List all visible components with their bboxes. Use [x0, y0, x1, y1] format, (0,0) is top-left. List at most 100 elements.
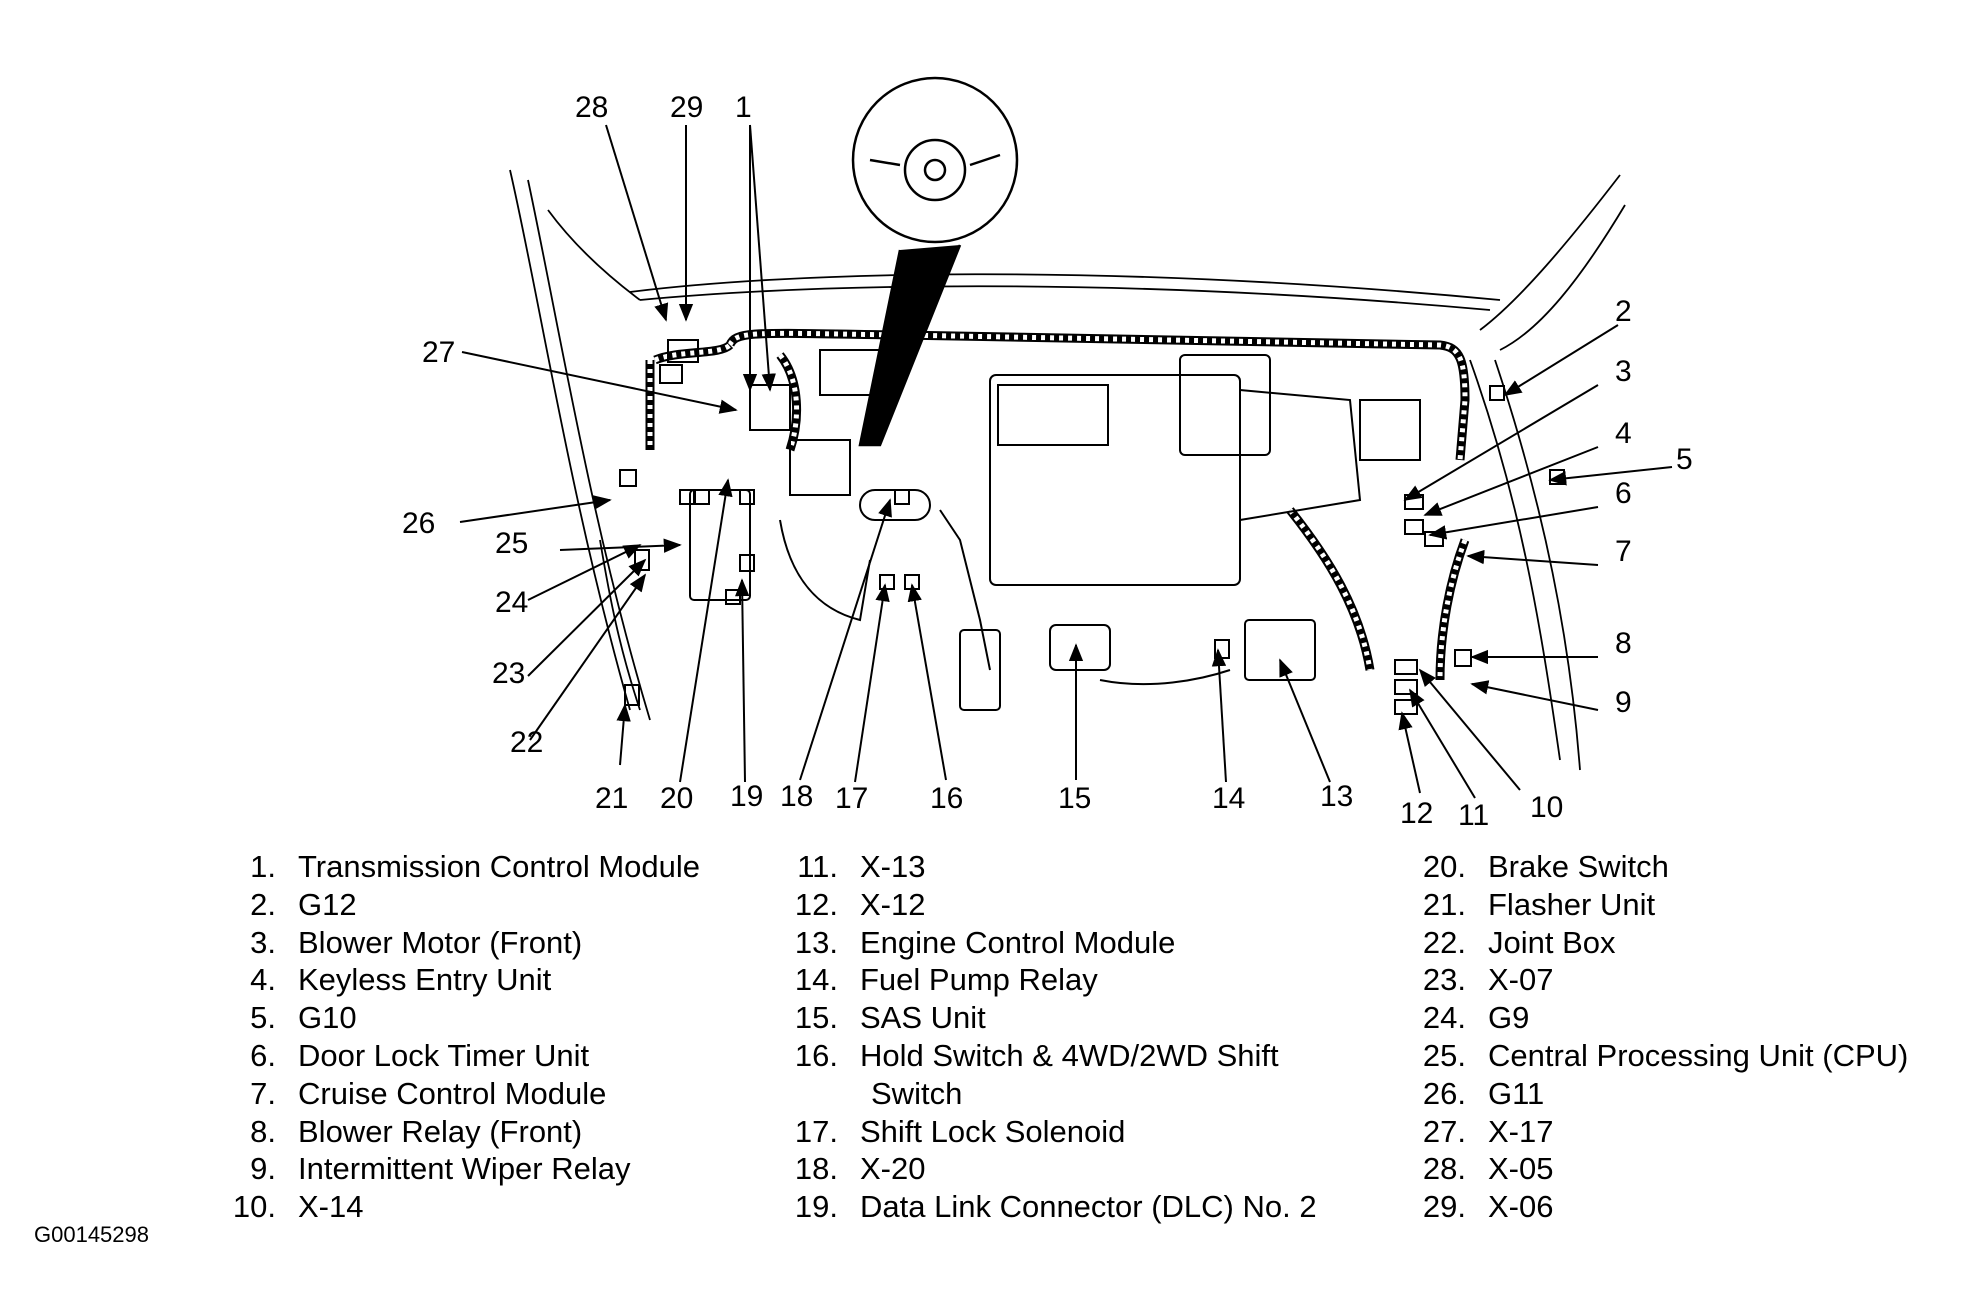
legend-number: 6. [250, 1037, 276, 1073]
callout-7: 7 [1615, 535, 1632, 568]
legend-item: 29.X-06 [1406, 1188, 1908, 1226]
legend-item: 19. Data Link Connector (DLC) No. 2 [778, 1188, 1317, 1226]
legend-text: Blower Relay (Front) [298, 1113, 583, 1149]
callout-11: 11 [1458, 799, 1489, 832]
callout-27: 27 [422, 336, 455, 369]
legend-item: 5.G10 [224, 999, 700, 1037]
callout-2: 2 [1615, 295, 1632, 328]
legend-item: 12. X-12 [778, 886, 1317, 924]
legend-number: 29. [1422, 1189, 1466, 1225]
legend-item: 21. Flasher Unit [1406, 886, 1908, 924]
legend-text: Blower Motor (Front) [298, 924, 583, 960]
legend-number: 21. [1422, 886, 1466, 922]
legend-item: 4.Keyless Entry Unit [224, 961, 700, 999]
legend-text: Keyless Entry Unit [298, 962, 552, 998]
callout-12: 12 [1400, 797, 1433, 830]
legend-text: Door Lock Timer Unit [298, 1037, 590, 1073]
legend-item: 17.Shift Lock Solenoid [778, 1113, 1317, 1151]
callout-21: 21 [595, 782, 628, 815]
legend-number: 5. [250, 1000, 276, 1036]
callout-18: 18 [780, 780, 813, 813]
legend-number: 28. [1422, 1151, 1466, 1187]
legend-number: 3. [250, 924, 276, 960]
legend-number: 14. [794, 962, 838, 998]
legend-number: 18. [794, 1151, 838, 1187]
legend-text: X-13 [860, 849, 926, 884]
legend-item: 2. G12 [224, 886, 700, 924]
callout-1: 1 [735, 91, 752, 124]
legend-text: G12 [298, 886, 357, 922]
legend-item: 10.X-14 [224, 1188, 700, 1226]
callout-9: 9 [1615, 686, 1632, 719]
legend-number: 2. [250, 886, 276, 922]
legend-text: X-17 [1488, 1113, 1554, 1149]
legend-text: X-07 [1488, 962, 1554, 998]
legend-text: Joint Box [1488, 924, 1616, 960]
callout-labels: 1 2 3 4 5 6 7 8 9 10 11 12 13 14 15 16 1… [402, 91, 1693, 832]
callout-25: 25 [495, 527, 528, 560]
legend-text: G9 [1488, 1000, 1530, 1036]
legend-text: Engine Control Module [860, 924, 1176, 960]
legend-item: 8.Blower Relay (Front) [224, 1113, 700, 1151]
legend-text: Data Link Connector (DLC) No. 2 [860, 1189, 1317, 1225]
legend-item: 1. Transmission Control Module [224, 848, 700, 886]
legend-column-3: 20. Brake Switch 21. Flasher Unit 22. Joint… [1406, 848, 1908, 1226]
dashboard-components [619, 339, 1565, 715]
legend-text: SAS Unit [860, 1000, 986, 1036]
legend-item: 24.G9 [1406, 999, 1908, 1037]
callout-14: 14 [1212, 782, 1245, 815]
legend-item: 22. Joint Box [1406, 924, 1908, 962]
legend-item: 3. Blower Motor (Front) [224, 924, 700, 962]
legend-item-continuation: Switch [778, 1075, 1317, 1113]
legend-item: 9.Intermittent Wiper Relay [224, 1150, 700, 1188]
callout-20: 20 [660, 782, 693, 815]
legend-text: Hold Switch & 4WD/2WD Shift [860, 1037, 1279, 1073]
legend-number: 11. [797, 849, 838, 884]
legend-number: 22. [1422, 924, 1466, 960]
callout-16: 16 [930, 782, 963, 815]
callout-10: 10 [1530, 791, 1563, 824]
legend-item: 18. X-20 [778, 1150, 1317, 1188]
legend-number: 20. [1422, 849, 1466, 884]
legend-item: 20. Brake Switch [1406, 848, 1908, 886]
callout-4: 4 [1615, 417, 1632, 450]
vehicle-body-outline [509, 169, 1626, 771]
legend-number: 7. [250, 1075, 276, 1111]
callout-6: 6 [1615, 477, 1632, 510]
legend-text: X-12 [860, 886, 926, 922]
legend-item: 7.Cruise Control Module [224, 1075, 700, 1113]
legend-text: Brake Switch [1488, 849, 1669, 884]
legend-number: 9. [250, 1151, 276, 1187]
legend-number: 16. [794, 1037, 838, 1073]
callout-28: 28 [575, 91, 608, 124]
legend-text: X-20 [860, 1151, 926, 1187]
leader-lines [459, 124, 1673, 799]
legend-number: 15. [794, 1000, 838, 1036]
callout-19: 19 [730, 780, 763, 813]
callout-3: 3 [1615, 355, 1632, 388]
legend-column-1: 1. Transmission Control Module 2. G12 3. Bl… [224, 848, 700, 1226]
legend-item: 23.X-07 [1406, 961, 1908, 999]
legend-number: 12. [794, 886, 838, 922]
legend-number: 27. [1422, 1113, 1466, 1149]
callout-5: 5 [1676, 443, 1693, 476]
legend-number: 19. [794, 1189, 838, 1225]
legend-item: 14.Fuel Pump Relay [778, 961, 1317, 999]
legend-item: 11. X-13 [778, 848, 1317, 886]
callout-22: 22 [510, 726, 543, 759]
callout-23: 23 [492, 657, 525, 690]
legend-item: 26. G11 [1406, 1075, 1908, 1113]
legend-number: 13. [794, 924, 838, 960]
legend-text: Flasher Unit [1488, 886, 1656, 922]
legend-item: 16. Hold Switch & 4WD/2WD Shift [778, 1037, 1317, 1075]
callout-17: 17 [835, 782, 868, 815]
legend-item: 6. Door Lock Timer Unit [224, 1037, 700, 1075]
legend-number: 26. [1422, 1075, 1466, 1111]
legend-item: 28.X-05 [1406, 1150, 1908, 1188]
legend-text: G11 [1488, 1075, 1545, 1111]
legend-number: 1. [250, 849, 276, 884]
figure-id: G00145298 [34, 1222, 149, 1247]
legend-item: 13. Engine Control Module [778, 924, 1317, 962]
legend-text: Transmission Control Module [298, 849, 701, 884]
legend-number: 10. [232, 1189, 276, 1225]
